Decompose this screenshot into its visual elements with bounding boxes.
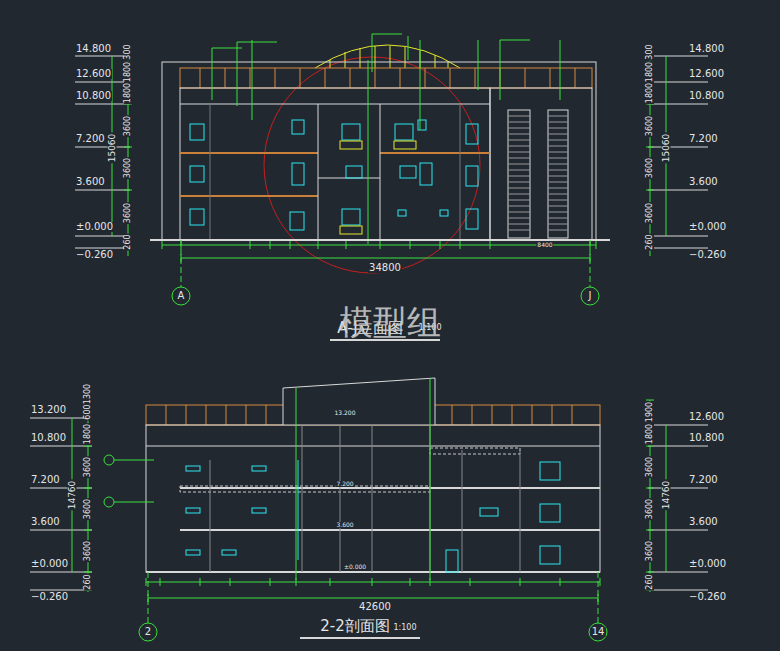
drawing-label: 12.600 [688, 412, 725, 422]
dimension-text: 1800 [646, 423, 654, 445]
dimension-text: 1800 [646, 82, 654, 104]
drawing-label: 12.600 [75, 69, 112, 79]
drawing-label: 10.800 [30, 433, 67, 443]
dimension-text: 1900 [646, 401, 654, 423]
dimension-text: 3600 [124, 115, 132, 137]
drawing-label: 2 [144, 627, 152, 637]
drawing-label: −0.260 [688, 250, 727, 260]
dimension-text: 1300 [84, 383, 92, 405]
drawing-label: 3.600 [688, 177, 719, 187]
drawing-label: 13.200 [334, 410, 357, 416]
drawing-label: ±0.000 [688, 559, 727, 569]
drawing-label: 14.800 [688, 44, 725, 54]
drawing-label: ±0.000 [343, 564, 367, 570]
dimension-text: 3600 [646, 540, 654, 562]
drawing-label: ±0.000 [75, 222, 114, 232]
dimension-text: 15060 [108, 133, 117, 164]
dimension-text: 15060 [662, 133, 671, 164]
watermark: 模型组 [338, 305, 442, 339]
dimension-text: 3600 [84, 540, 92, 562]
drawing-label: 3.600 [30, 517, 61, 527]
drawing-label: 10.800 [688, 91, 725, 101]
drawing-label: −0.260 [688, 592, 727, 602]
dimension-text: 3600 [84, 498, 92, 520]
drawing-label: 34800 [368, 263, 402, 273]
drawing-label: −0.260 [30, 592, 69, 602]
dimension-text: 3600 [124, 202, 132, 224]
drawing-label: 3.600 [688, 517, 719, 527]
drawing-label: 7.200 [335, 481, 354, 487]
dimension-text: 1800 [84, 423, 92, 445]
dimension-text: 260 [84, 573, 92, 590]
drawing-label: 42600 [358, 602, 392, 612]
dimension-text: 260 [646, 233, 654, 250]
dimension-text: 3600 [646, 456, 654, 478]
dimension-text: 600 [84, 403, 92, 420]
drawing-label: 2-2剖面图 [319, 619, 391, 634]
dimension-text: 260 [646, 573, 654, 590]
drawing-label: 8400 [536, 242, 553, 248]
drawing-label: A [177, 291, 186, 301]
drawing-label: 14 [591, 627, 606, 637]
drawing-label: 3.600 [335, 522, 354, 528]
dimension-text: 3600 [646, 115, 654, 137]
dimension-text: 260 [124, 233, 132, 250]
drawing-label: 7.200 [30, 475, 61, 485]
drawing-label: −0.260 [75, 250, 114, 260]
drawing-label: ±0.000 [688, 222, 727, 232]
dimension-text: 300 [646, 43, 654, 60]
drawing-label: 10.800 [688, 433, 725, 443]
dimension-text: 3600 [124, 157, 132, 179]
dimension-text: 3600 [646, 157, 654, 179]
dimension-text: 1800 [646, 61, 654, 83]
drawing-label: 1:100 [392, 624, 417, 632]
dimension-text: 3600 [84, 456, 92, 478]
drawing-label: 13.200 [30, 405, 67, 415]
drawing-label: 10.800 [75, 91, 112, 101]
dimension-text: 300 [124, 43, 132, 60]
drawing-label: 3.600 [75, 177, 106, 187]
dimension-text: 14760 [68, 480, 77, 511]
dimension-text: 1800 [124, 61, 132, 83]
dimension-text: 14760 [662, 480, 671, 511]
drawing-label: J [588, 291, 593, 301]
drawing-label: 7.200 [688, 475, 719, 485]
drawing-label: 7.200 [75, 134, 106, 144]
drawing-label: 12.600 [688, 69, 725, 79]
drawing-label: 14.800 [75, 44, 112, 54]
drawing-label: 7.200 [688, 134, 719, 144]
dimension-text: 3600 [646, 202, 654, 224]
drawing-label: ±0.000 [30, 559, 69, 569]
dimension-text: 3600 [646, 498, 654, 520]
dimension-text: 1800 [124, 82, 132, 104]
